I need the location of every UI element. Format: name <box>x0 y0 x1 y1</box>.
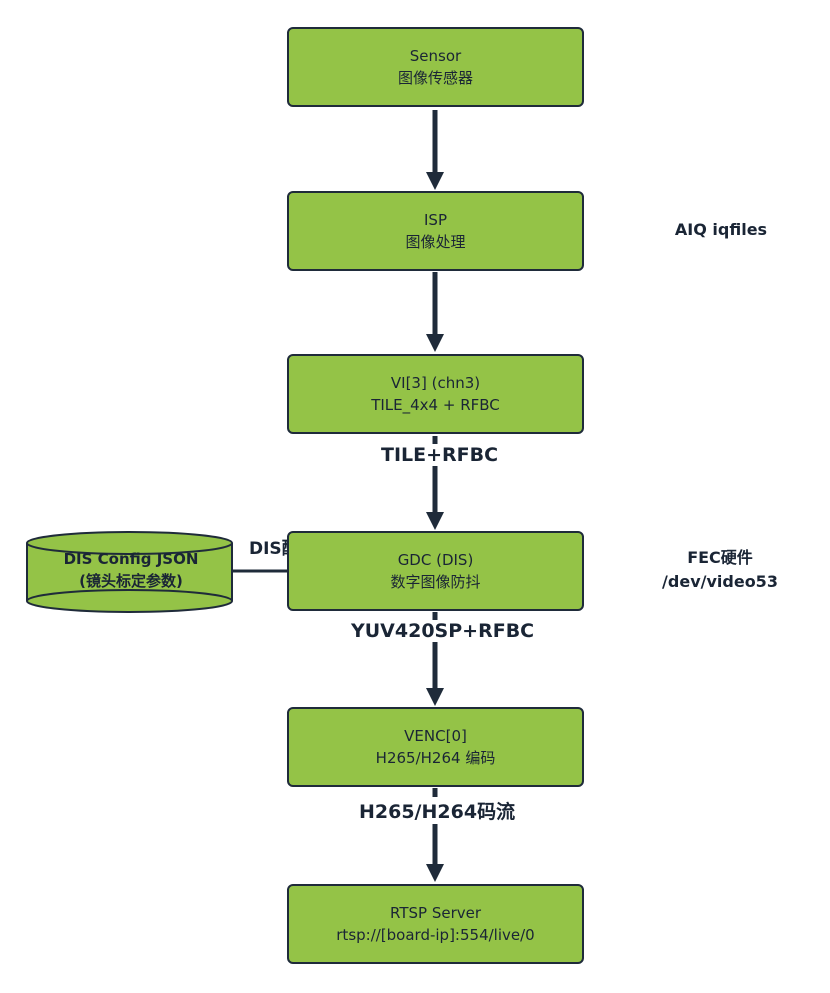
edge-label-config-gdc: DIS配置 <box>249 539 287 559</box>
edge-label-vi-gdc: TILE+RFBC <box>377 444 503 466</box>
gdc-side-note: FEC硬件 /dev/video53 <box>655 546 785 594</box>
rtsp-node[interactable]: RTSP Server rtsp://[board-ip]:554/live/0 <box>287 884 584 964</box>
arrowhead-rtsp <box>426 864 444 882</box>
rtsp-subtitle: rtsp://[board-ip]:554/live/0 <box>336 926 535 944</box>
arrowhead-isp <box>426 172 444 190</box>
sensor-title: Sensor <box>409 47 462 65</box>
gdc-subtitle: 数字图像防抖 <box>390 573 481 591</box>
gdc-side-note-line2: /dev/video53 <box>662 572 778 591</box>
venc-title: VENC[0] <box>404 727 467 745</box>
isp-title: ISP <box>424 211 447 229</box>
vi-node[interactable]: VI[3] (chn3) TILE_4x4 + RFBC <box>287 354 584 434</box>
isp-subtitle: 图像处理 <box>405 233 466 251</box>
config-database-shape <box>26 531 233 613</box>
gdc-node[interactable]: GDC (DIS) 数字图像防抖 <box>287 531 584 611</box>
gdc-title: GDC (DIS) <box>397 551 474 569</box>
venc-node[interactable]: VENC[0] H265/H264 编码 <box>287 707 584 787</box>
config-title: DIS Config JSON <box>63 550 199 568</box>
edge-label-venc-rtsp: H265/H264码流 <box>355 797 520 824</box>
isp-node[interactable]: ISP 图像处理 <box>287 191 584 271</box>
isp-side-note: AIQ iqfiles <box>674 220 768 239</box>
rtsp-title: RTSP Server <box>389 904 482 922</box>
vi-subtitle: TILE_4x4 + RFBC <box>371 396 500 414</box>
arrowhead-venc <box>426 688 444 706</box>
vi-title: VI[3] (chn3) <box>390 374 481 392</box>
config-database[interactable]: DIS Config JSON (镜头标定参数) <box>28 548 234 592</box>
config-subtitle: (镜头标定参数) <box>79 572 183 590</box>
venc-subtitle: H265/H264 编码 <box>375 749 496 767</box>
edge-label-gdc-venc: YUV420SP+RFBC <box>347 620 539 642</box>
arrowhead-vi <box>426 334 444 352</box>
sensor-node[interactable]: Sensor 图像传感器 <box>287 27 584 107</box>
gdc-side-note-line1: FEC硬件 <box>687 548 753 567</box>
arrowhead-gdc <box>426 512 444 530</box>
sensor-subtitle: 图像传感器 <box>397 69 473 87</box>
